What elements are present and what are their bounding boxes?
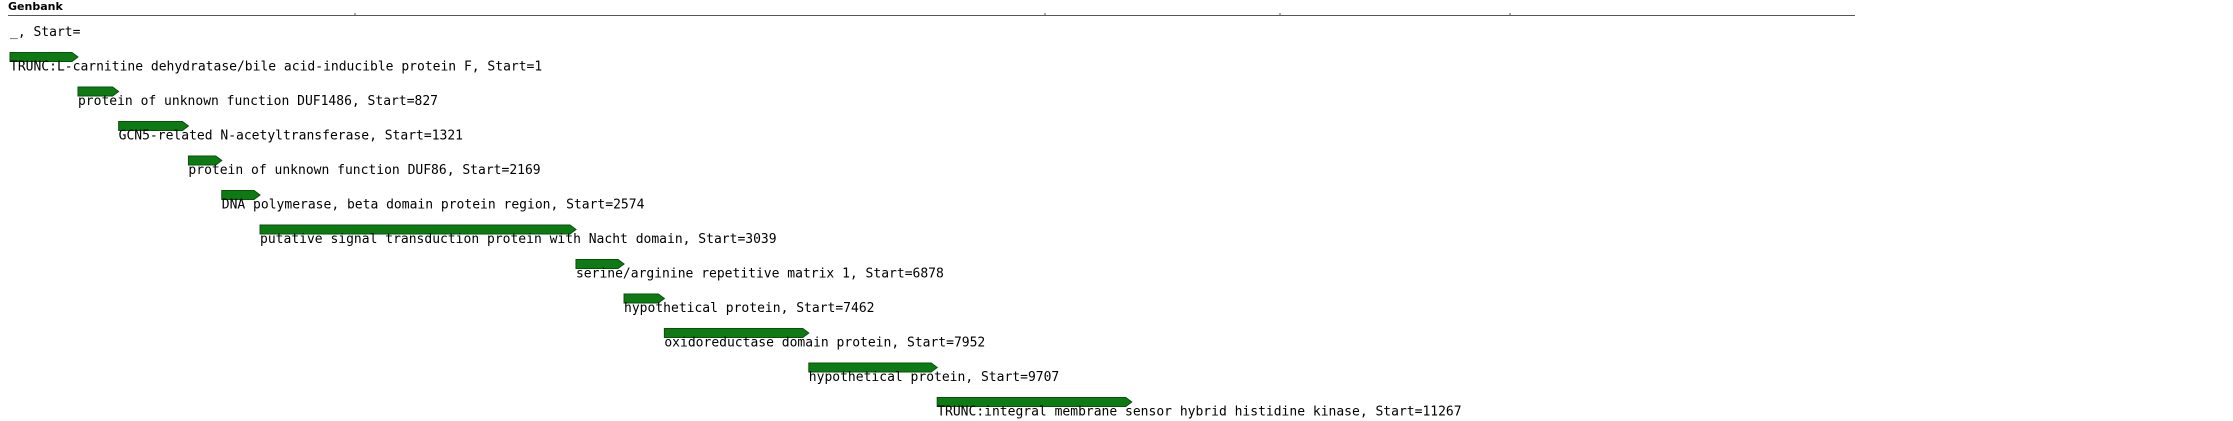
feature-arrow[interactable]	[187, 155, 223, 166]
feature-label: protein of unknown function DUF86, Start…	[188, 163, 540, 178]
feature-arrow[interactable]	[808, 362, 939, 373]
feature-label: putative signal transduction protein wit…	[260, 232, 777, 247]
feature-label: oxidoreductase domain protein, Start=795…	[664, 336, 985, 351]
feature-arrow[interactable]	[9, 52, 79, 62]
feature-label: TRUNC:integral membrane sensor hybrid hi…	[937, 405, 1461, 420]
feature-arrow[interactable]	[259, 224, 577, 235]
feature-label: DNA polymerase, beta domain protein regi…	[222, 198, 645, 213]
feature-arrow[interactable]	[623, 293, 666, 304]
feature-arrow[interactable]	[663, 328, 810, 338]
feature-label: TRUNC:L-carnitine dehydratase/bile acid-…	[10, 60, 542, 75]
feature-label: hypothetical protein, Start=9707	[809, 370, 1059, 385]
feature-label: hypothetical protein, Start=7462	[624, 301, 874, 316]
feature-label: serine/arginine repetitive matrix 1, Sta…	[576, 267, 944, 282]
feature-arrow[interactable]	[936, 397, 1133, 407]
ruler-line	[8, 13, 1855, 16]
feature-label: protein of unknown function DUF1486, Sta…	[78, 94, 438, 109]
feature-arrow[interactable]	[77, 86, 120, 97]
track-title: Genbank	[8, 0, 63, 13]
feature-arrow[interactable]	[575, 259, 625, 269]
feature-arrow[interactable]	[118, 121, 190, 131]
feature-label: _, Start=	[10, 25, 81, 40]
feature-label: GCN5-related N-acetyltransferase, Start=…	[119, 129, 463, 144]
feature-arrow[interactable]	[221, 190, 261, 200]
